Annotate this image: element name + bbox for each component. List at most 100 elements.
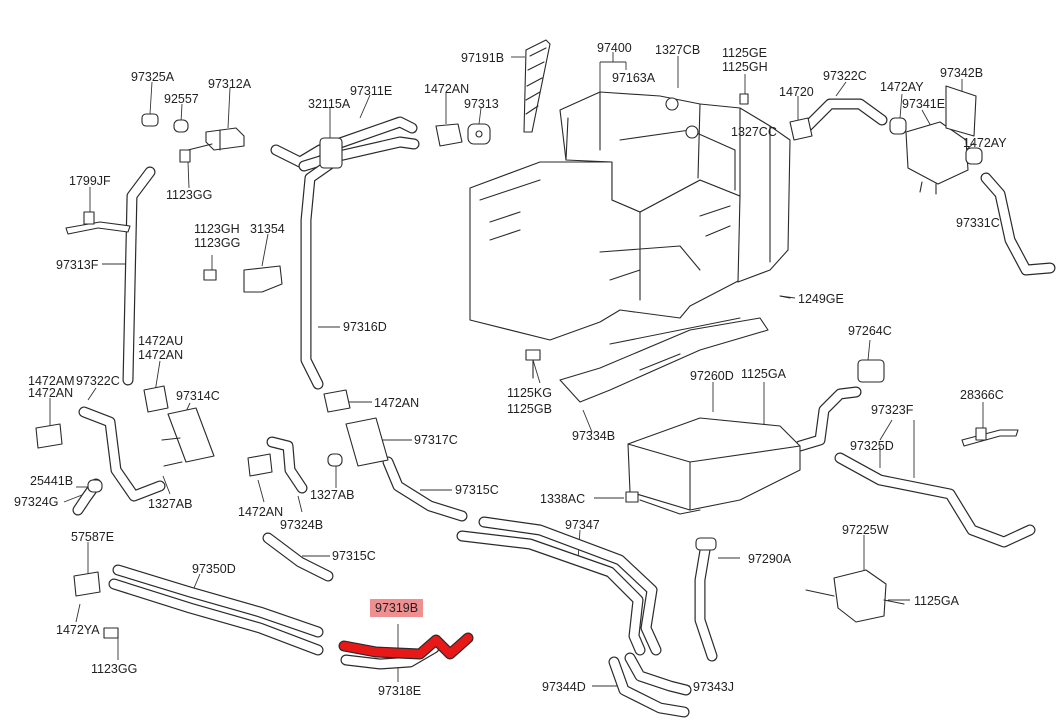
bracket-97313[interactable]: [467, 123, 491, 145]
connector-97312a[interactable]: [179, 127, 245, 153]
bolt-1123gg-c[interactable]: [103, 627, 119, 639]
label-97334b[interactable]: 97334B: [572, 429, 616, 443]
label-97344d[interactable]: 97344D: [542, 680, 586, 694]
bracket-31354[interactable]: [243, 265, 283, 293]
label-97260d[interactable]: 97260D: [690, 369, 734, 383]
hose-97319b-highlighted[interactable]: [338, 632, 474, 660]
label-1125ga-a[interactable]: 1125GA: [741, 367, 786, 381]
clamp-97290a[interactable]: [695, 537, 717, 551]
label-97341e[interactable]: 97341E: [902, 97, 946, 111]
label-97319b-highlighted[interactable]: 97319B: [370, 599, 424, 617]
hose-97344d[interactable]: [608, 652, 692, 718]
label-1125kg[interactable]: 1125KG: [507, 386, 552, 400]
label-97163a[interactable]: 97163A: [612, 71, 656, 85]
label-97312a[interactable]: 97312A: [208, 77, 252, 91]
bracket-97342b[interactable]: [945, 85, 977, 137]
hose-97324b[interactable]: [266, 436, 308, 494]
label-97324g[interactable]: 97324G: [14, 495, 59, 509]
label-1123gg-a[interactable]: 1123GG: [166, 188, 213, 202]
label-97313[interactable]: 97313: [464, 97, 499, 111]
label-97315c-b[interactable]: 97315C: [332, 549, 376, 563]
label-1125ga-b[interactable]: 1125GA: [914, 594, 959, 608]
label-1125gh[interactable]: 1125GH: [722, 60, 768, 74]
clamp-1327ab[interactable]: [327, 453, 343, 467]
clamp-1472ay-b[interactable]: [965, 147, 983, 165]
valve-97341e[interactable]: [905, 121, 969, 195]
duct-97334b[interactable]: [559, 317, 769, 403]
label-97323f[interactable]: 97323F: [871, 403, 914, 417]
label-1472an-e[interactable]: 1472AN: [238, 505, 284, 519]
clamp-57587e[interactable]: [73, 571, 101, 597]
hose-97315c-b[interactable]: [262, 532, 334, 582]
clip-28366c[interactable]: [961, 427, 1019, 447]
label-97318e[interactable]: 97318E: [378, 684, 422, 698]
clamp-14720[interactable]: [789, 117, 813, 141]
plug-92557[interactable]: [173, 119, 189, 133]
label-97350d[interactable]: 97350D: [192, 562, 236, 576]
label-97400[interactable]: 97400: [597, 41, 632, 55]
canister-97260d[interactable]: [627, 417, 801, 515]
heater-unit-97400[interactable]: [469, 91, 791, 341]
label-1338ac[interactable]: 1338AC: [540, 492, 586, 506]
label-97342b[interactable]: 97342B: [940, 66, 984, 80]
label-1123gg-c[interactable]: 1123GG: [91, 662, 138, 676]
label-97315c-a[interactable]: 97315C: [455, 483, 499, 497]
hose-97322c-upper[interactable]: [800, 98, 888, 134]
valve-97264c[interactable]: [857, 359, 885, 383]
clamp-1472an-mid[interactable]: [323, 389, 351, 413]
label-1472an-d[interactable]: 1472AN: [374, 396, 420, 410]
clamp-1472am[interactable]: [35, 423, 63, 449]
label-25441b[interactable]: 25441B: [30, 474, 74, 488]
valve-97314c[interactable]: [161, 407, 215, 467]
hose-97331c[interactable]: [980, 172, 1056, 276]
clamp-1472an-low[interactable]: [247, 453, 273, 477]
label-1327ab-a[interactable]: 1327AB: [148, 497, 193, 511]
label-1123gg-b[interactable]: 1123GG: [194, 236, 241, 250]
pipe-97350d[interactable]: [108, 564, 324, 656]
label-97316d[interactable]: 97316D: [343, 320, 387, 334]
label-97311e[interactable]: 97311E: [350, 84, 393, 98]
bolt-1123gg-a[interactable]: [179, 149, 191, 163]
label-1472an-b[interactable]: 1472AN: [138, 348, 184, 362]
label-97331c[interactable]: 97331C: [956, 216, 1000, 230]
bolt-1123gh[interactable]: [203, 269, 217, 281]
hose-97315c-a[interactable]: [382, 456, 468, 522]
hose-97323f[interactable]: [834, 452, 1036, 548]
cap-97325a[interactable]: [141, 113, 159, 127]
label-97225w[interactable]: 97225W: [842, 523, 889, 537]
label-1472an-c[interactable]: 1472AN: [28, 386, 74, 400]
label-97324b[interactable]: 97324B: [280, 518, 324, 532]
label-1327cc[interactable]: 1327CC: [731, 125, 777, 139]
label-97264c[interactable]: 97264C: [848, 324, 892, 338]
valve-97317c[interactable]: [345, 417, 389, 467]
label-97313f[interactable]: 97313F: [56, 258, 99, 272]
label-97290a[interactable]: 97290A: [748, 552, 792, 566]
label-57587e[interactable]: 57587E: [71, 530, 115, 544]
hose-97316d[interactable]: [300, 158, 336, 390]
label-1472au[interactable]: 1472AU: [138, 334, 184, 348]
label-1123gh[interactable]: 1123GH: [194, 222, 240, 236]
label-97325d[interactable]: 97325D: [850, 439, 894, 453]
clip-1799jf[interactable]: [65, 211, 131, 235]
hose-97311e[interactable]: [270, 116, 420, 172]
label-97343j[interactable]: 97343J: [693, 680, 735, 694]
label-97322c-a[interactable]: 97322C: [823, 69, 867, 83]
valve-97225w[interactable]: [805, 569, 905, 623]
label-97347[interactable]: 97347: [565, 518, 600, 532]
clamp-1472an-top[interactable]: [435, 123, 463, 147]
clamp-1472au[interactable]: [143, 385, 169, 413]
bolt-1125kg[interactable]: [525, 349, 541, 379]
label-31354[interactable]: 31354: [250, 222, 285, 236]
label-1327cb[interactable]: 1327CB: [655, 43, 701, 57]
label-1249ge[interactable]: 1249GE: [798, 292, 844, 306]
label-1125ge[interactable]: 1125GE: [722, 46, 767, 60]
label-1472ya[interactable]: 1472YA: [56, 623, 100, 637]
clamp-32115a[interactable]: [319, 137, 343, 169]
label-1327ab-b[interactable]: 1327AB: [310, 488, 355, 502]
label-1472ay-b[interactable]: 1472AY: [963, 136, 1007, 150]
bolt-1338ac[interactable]: [625, 491, 639, 503]
clamp-25441b[interactable]: [87, 479, 103, 493]
heater-core-97191b[interactable]: [523, 39, 551, 133]
label-32115a[interactable]: 32115A: [308, 97, 351, 111]
hose-97313f[interactable]: [122, 166, 156, 386]
